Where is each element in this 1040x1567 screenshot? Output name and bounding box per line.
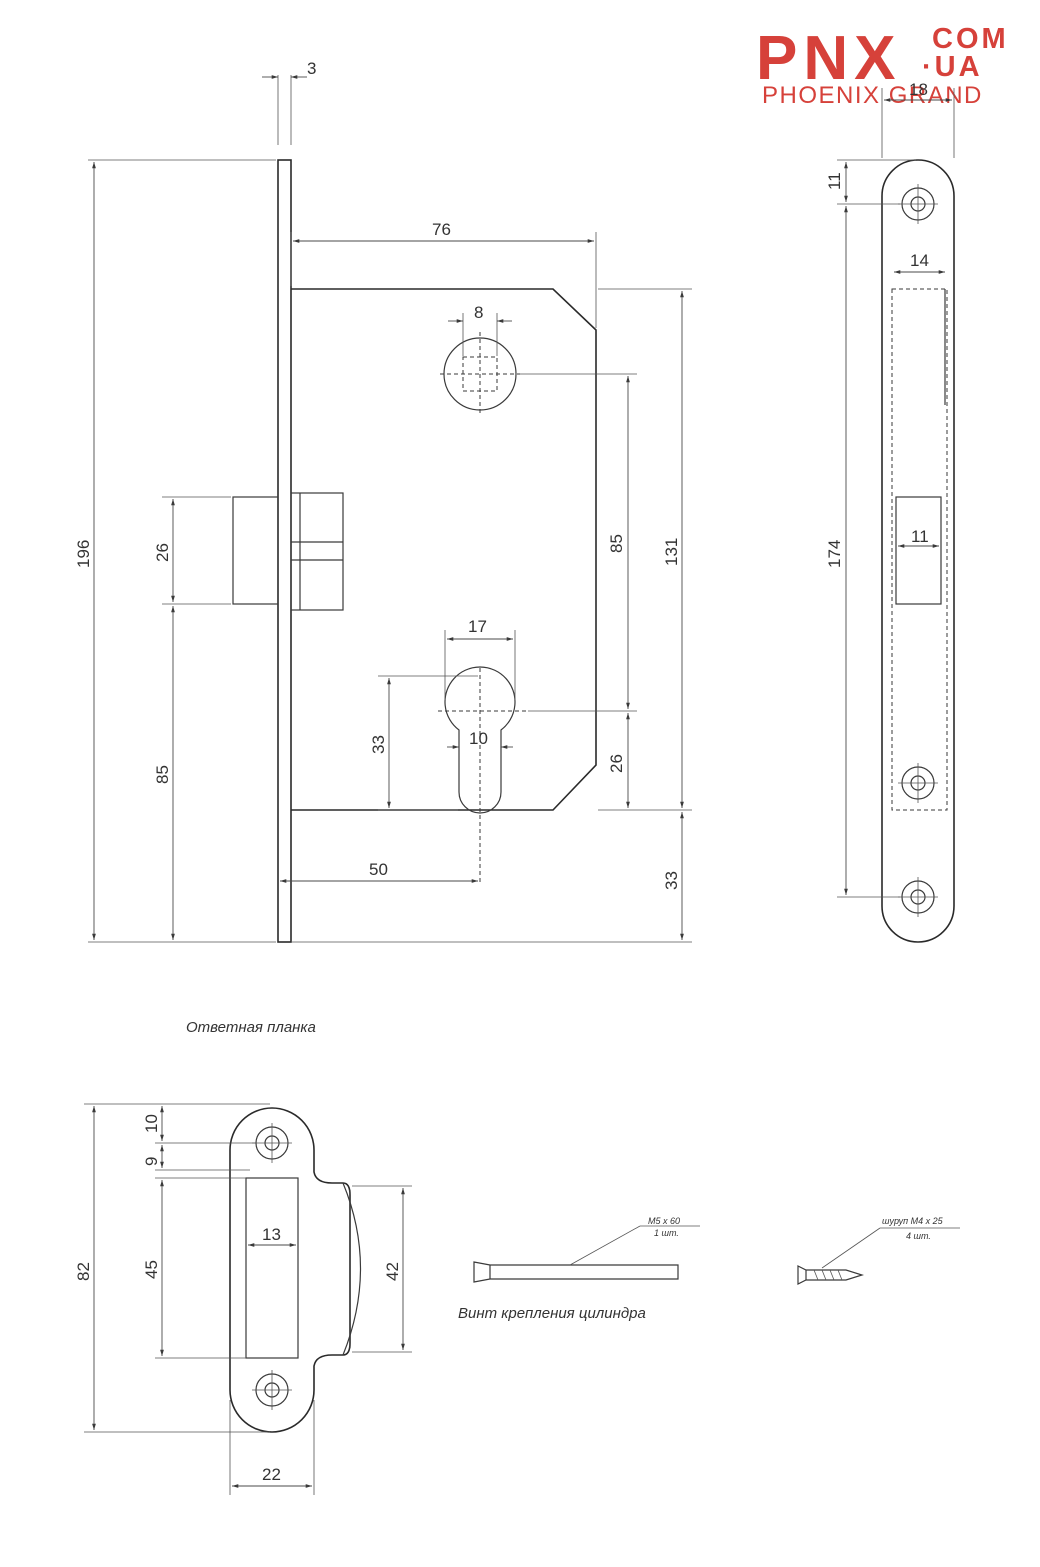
dim-total-height: 196: [74, 540, 93, 568]
dim-faceplate-hole-top: 11: [825, 172, 844, 190]
strike-plate-caption: Ответная планка: [186, 1019, 316, 1036]
strike-slot: [245, 1177, 299, 1359]
dim-body-height: 131: [662, 538, 681, 566]
faceplate-view: 18 11 14 11 174: [825, 80, 955, 943]
dim-bottom-offset: 33: [662, 871, 681, 890]
dim-strike-slot-height: 45: [142, 1260, 161, 1279]
dim-faceplate-hole-spacing: 174: [825, 540, 844, 568]
cylinder-screw-qty: 1 шт.: [654, 1228, 679, 1238]
wood-screw-qty: 4 шт.: [906, 1231, 931, 1241]
logo-ua-text: ·UA: [922, 51, 983, 83]
dim-strike-hole-gap: 9: [142, 1157, 161, 1166]
wood-screw-view: шуруп М4 х 25 4 шт.: [797, 1216, 960, 1285]
dim-cylinder-slot: 10: [469, 729, 488, 748]
logo-subtitle: PHOENIX GRAND: [762, 82, 983, 109]
latch-housing: [290, 492, 344, 611]
dim-plate-thickness: 3: [307, 59, 316, 78]
dim-cylinder-width: 17: [468, 617, 487, 636]
dim-strike-top-hole: 10: [142, 1114, 161, 1133]
dim-cylinder-backset: 50: [369, 860, 388, 879]
lock-faceplate: [277, 159, 292, 943]
dim-faceplate-latch-slot: 11: [911, 527, 929, 546]
lock-body-view: 3 196 76 8 26 85 17 33: [74, 59, 692, 943]
dim-latch-offset: 85: [153, 765, 172, 784]
latch-bolt: [232, 496, 279, 605]
wood-screw-spec: шуруп М4 х 25: [882, 1216, 944, 1226]
dim-cylinder-height: 33: [369, 735, 388, 754]
dim-strike-total-height: 82: [74, 1262, 93, 1281]
strike-plate-lip: [342, 1182, 362, 1356]
dim-cylinder-to-bottom: 26: [607, 754, 626, 773]
strike-plate-view: Ответная планка 82 10 9 45: [74, 1019, 412, 1495]
dim-strike-width: 22: [262, 1465, 281, 1484]
dim-faceplate-width: 18: [909, 80, 928, 99]
cylinder-screw-spec: M5 x 60: [648, 1216, 680, 1226]
dim-backset-depth: 76: [432, 220, 451, 239]
dim-strike-slot-width: 13: [262, 1225, 281, 1244]
cylinder-screw-view: M5 x 60 1 шт. Винт крепления цилиндра: [458, 1216, 700, 1322]
lock-case: [291, 288, 597, 811]
dim-latch-height: 26: [153, 543, 172, 562]
brand-logo: PNX COM ·UA PHOENIX GRAND: [756, 23, 1009, 109]
wood-screw-shape: [797, 1265, 865, 1285]
dim-strike-lip-height: 42: [383, 1262, 402, 1281]
cylinder-screw-caption: Винт крепления цилиндра: [458, 1305, 646, 1322]
faceplate-latch-slot: [895, 496, 942, 605]
dim-spindle-width: 8: [474, 303, 483, 322]
dim-spindle-to-cylinder: 85: [607, 534, 626, 553]
cylinder-cutout: [444, 666, 516, 814]
faceplate-hidden-body: [891, 288, 948, 811]
logo-main-text: PNX: [756, 24, 901, 93]
logo-com-text: COM: [932, 23, 1009, 55]
faceplate-outline: [881, 159, 955, 943]
dim-faceplate-slot-width: 14: [910, 251, 929, 270]
cylinder-screw-shape: [473, 1261, 679, 1283]
strike-plate-outline: [229, 1107, 351, 1433]
